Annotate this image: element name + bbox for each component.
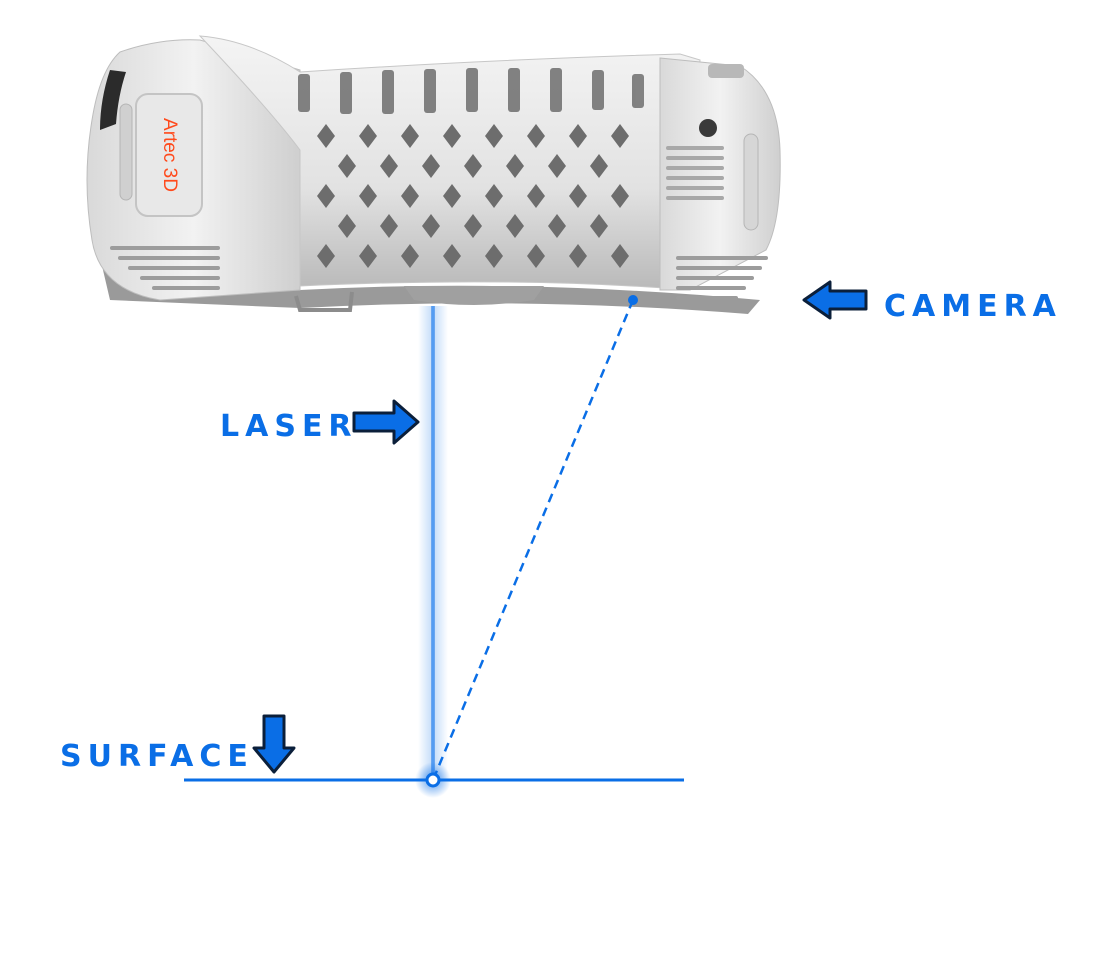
lattice-hole [485,184,503,208]
lattice-hole [611,244,629,268]
lattice-hole [590,154,608,178]
lattice-hole [569,244,587,268]
lattice-hole [380,214,398,238]
brand-plate [135,93,203,217]
lattice-hole [380,154,398,178]
scanner-right-cap [659,57,781,291]
lattice-hole [359,184,377,208]
surface-label: SURFACE [60,739,254,774]
lattice-hole [317,244,335,268]
lattice-hole [464,154,482,178]
lattice-hole [401,124,419,148]
scanner-right-slot [743,133,759,231]
lattice-hole [548,214,566,238]
laser-label: LASER [220,409,358,444]
lattice-hole [527,184,545,208]
lattice-hole [506,154,524,178]
scanner-lattice-holes [317,124,629,268]
scanner-indicator-dot [699,119,717,137]
lattice-hole [443,244,461,268]
lattice-hole [569,124,587,148]
laser-hit-point [425,772,441,788]
lattice-hole [611,124,629,148]
lattice-hole [422,154,440,178]
arrow-right-icon [352,399,420,445]
scanner-lattice-body [198,35,701,291]
lattice-hole [359,244,377,268]
lattice-hole [443,184,461,208]
lattice-hole [506,214,524,238]
scanner-top-ribs [298,68,644,114]
lattice-hole [527,244,545,268]
arrow-left-icon [802,280,868,320]
scanner-side-slot [119,103,133,201]
lattice-hole [485,244,503,268]
lattice-hole [548,154,566,178]
lattice-hole [569,184,587,208]
scanner-lens-edge [100,70,126,130]
lattice-hole [401,184,419,208]
laser-emitter [404,286,544,305]
lattice-hole [443,124,461,148]
scanner-underside [96,240,760,314]
lattice-hole [464,214,482,238]
lattice-hole [422,214,440,238]
scanner-right-vents [676,256,768,300]
scanner-right-grille [666,146,724,200]
camera-label: CAMERA [884,289,1062,324]
lattice-hole [317,184,335,208]
lattice-hole [338,214,356,238]
lattice-hole [527,124,545,148]
lattice-hole [317,124,335,148]
lattice-hole [359,124,377,148]
scanner-device: Artec 3D [86,35,781,314]
lattice-hole [485,124,503,148]
arrow-down-icon [252,714,296,774]
lattice-hole [611,184,629,208]
scanner-left-vents [110,246,220,290]
lattice-hole [338,154,356,178]
scanner-handle-loop [294,291,354,312]
camera-ray [431,299,635,781]
lattice-hole [401,244,419,268]
brand-logo: Artec 3D [159,118,180,192]
camera-sensor-point [628,295,638,305]
lattice-hole [590,214,608,238]
scanner-top-button [708,64,744,78]
